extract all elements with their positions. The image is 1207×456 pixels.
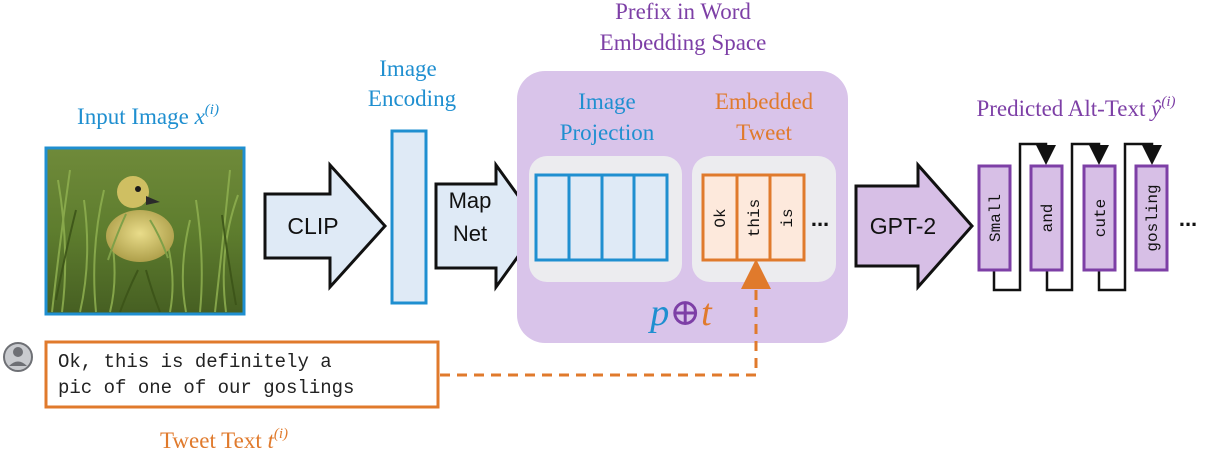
mapnet-label-line2: Net	[453, 221, 487, 246]
image-projection-label-line2: Projection	[560, 120, 655, 145]
image-projection-vectors	[534, 173, 669, 262]
tweet-text-line2: pic of one of our goslings	[58, 377, 354, 399]
predicted-token-box	[1029, 164, 1064, 272]
predicted-token-box	[977, 164, 1012, 272]
predicted-token-box	[1082, 164, 1117, 272]
predicted-token-1: Small	[987, 194, 1005, 242]
prefix-title-line2: Embedding Space	[600, 30, 767, 55]
embedded-tweet-vectors: Ok this is	[701, 173, 806, 262]
tweet-text-label: Tweet Text t(i)	[160, 426, 288, 453]
predicted-tokens: Small and cute gosling	[977, 164, 1169, 272]
embedded-tweet-label-line1: Embedded	[715, 89, 814, 114]
prefix-formula: p⊕t	[647, 292, 713, 334]
image-encoding-vector	[390, 129, 428, 305]
mapnet-label-line1: Map	[449, 188, 492, 213]
tweet-embedding-dashed-arrow	[440, 259, 771, 377]
tweet-tokens-ellipsis: ...	[811, 206, 829, 231]
predicted-token-box	[1134, 164, 1169, 272]
predicted-token-4: gosling	[1144, 184, 1162, 251]
embedded-tweet-label-line2: Tweet	[736, 120, 792, 145]
user-avatar-icon	[3, 342, 33, 372]
gpt2-label: GPT-2	[870, 213, 936, 239]
tweet-token-2: this	[746, 199, 764, 237]
clip-label: CLIP	[287, 213, 338, 239]
predicted-token-3: cute	[1092, 199, 1110, 237]
image-projection-label-line1: Image	[578, 89, 635, 114]
clip-arrow: CLIP	[263, 161, 388, 291]
image-encoding-label-line2: Encoding	[368, 86, 457, 111]
tweet-text-line1: Ok, this is definitely a	[58, 351, 332, 373]
autoregressive-connectors	[992, 142, 1162, 292]
prefix-title-line1: Prefix in Word	[615, 0, 751, 24]
predicted-token-2: and	[1039, 204, 1057, 233]
mapnet-arrow: Map Net	[434, 160, 542, 292]
predicted-tokens-ellipsis: ...	[1179, 206, 1197, 231]
predicted-alt-text-label: Predicted Alt-Text ŷ(i)	[976, 94, 1175, 121]
input-image	[44, 146, 246, 316]
image-encoding-label-line1: Image	[379, 56, 436, 81]
input-image-label: Input Image x(i)	[77, 102, 219, 129]
tweet-token-3: is	[779, 208, 797, 227]
gpt2-arrow: GPT-2	[854, 161, 975, 291]
tweet-text-box	[44, 340, 440, 409]
tweet-token-1: Ok	[712, 208, 730, 227]
